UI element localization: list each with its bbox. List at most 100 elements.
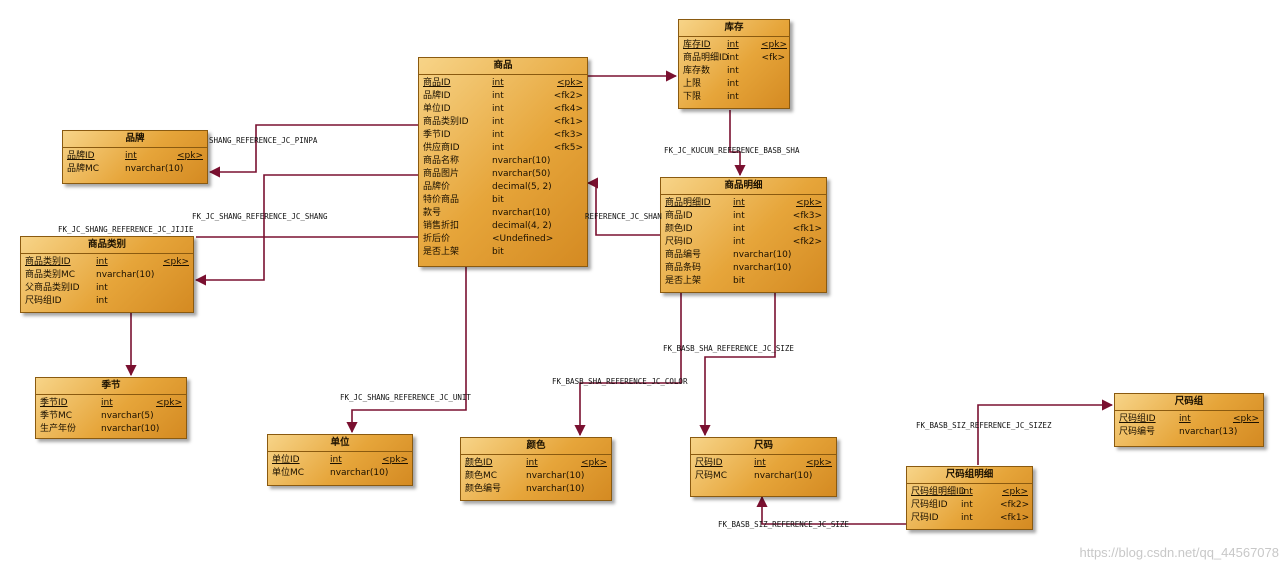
entity-title: 季节 xyxy=(36,378,186,395)
column-key: <pk> xyxy=(155,398,182,408)
column-key: <fk5> xyxy=(553,143,583,153)
column-name: 季节ID xyxy=(423,130,451,140)
column-name: 单位MC xyxy=(272,468,305,478)
column-key xyxy=(170,163,203,176)
column-name: 商品ID xyxy=(423,78,451,88)
column-name: 商品类别ID xyxy=(25,257,71,267)
column-row: 商品名称 nvarchar(10) xyxy=(423,155,583,168)
column-key: <pk> xyxy=(1001,487,1028,497)
column-name: 是否上架 xyxy=(423,247,460,257)
column-type: <Undefined> xyxy=(492,234,554,244)
column-type: int xyxy=(727,79,739,89)
column-name: 商品名称 xyxy=(423,156,460,166)
column-key xyxy=(785,275,822,288)
column-key: <fk3> xyxy=(553,130,583,140)
column-type: int xyxy=(733,198,745,208)
rel-label-size: FK_BASB_SHA_REFERENCE_JC_SIZE xyxy=(663,344,794,353)
column-type: decimal(5, 2) xyxy=(492,182,552,192)
entity-title: 尺码 xyxy=(691,438,836,455)
column-type: nvarchar(10) xyxy=(526,484,585,494)
column-type: nvarchar(10) xyxy=(492,156,551,166)
column-key xyxy=(573,470,607,483)
column-key xyxy=(545,207,583,220)
column-type: int xyxy=(961,513,973,523)
column-key: <pk> xyxy=(1232,414,1259,424)
column-key xyxy=(545,168,583,181)
column-name: 款号 xyxy=(423,208,442,218)
column-row: 尺码MC nvarchar(10) xyxy=(695,470,832,483)
column-name: 品牌MC xyxy=(67,164,100,174)
column-type: nvarchar(50) xyxy=(492,169,551,179)
entity-title: 颜色 xyxy=(461,438,611,455)
column-type: nvarchar(10) xyxy=(526,471,585,481)
column-name: 尺码MC xyxy=(695,471,728,481)
column-name: 颜色MC xyxy=(465,471,498,481)
rel-label-pinpa: SHANG_REFERENCE_JC_PINPA xyxy=(209,136,318,145)
line-shang xyxy=(194,174,418,286)
column-name: 是否上架 xyxy=(665,276,702,286)
column-key xyxy=(150,295,189,308)
line-kucun xyxy=(729,110,746,177)
entity-title: 尺码组 xyxy=(1115,394,1263,411)
column-name: 生产年份 xyxy=(40,424,77,434)
column-key: <pk> xyxy=(580,458,607,468)
column-name: 品牌价 xyxy=(423,182,451,192)
column-type: nvarchar(10) xyxy=(754,471,813,481)
column-name: 尺码ID xyxy=(911,513,939,523)
column-key: <pk> xyxy=(162,257,189,267)
column-row: 尺码编号 nvarchar(13) xyxy=(1119,426,1259,439)
column-type: nvarchar(10) xyxy=(492,208,551,218)
column-type: int xyxy=(101,398,113,408)
column-key xyxy=(785,249,822,262)
column-name: 尺码组ID xyxy=(25,296,62,306)
column-key: <pk> xyxy=(556,78,583,88)
column-type: nvarchar(13) xyxy=(1179,427,1238,437)
column-name: 尺码组ID xyxy=(1119,414,1156,424)
column-type: int xyxy=(961,500,973,510)
column-type: int xyxy=(96,257,108,267)
column-key xyxy=(545,155,583,168)
column-name: 尺码编号 xyxy=(1119,427,1156,437)
column-type: int xyxy=(733,211,745,221)
column-row: 颜色MC nvarchar(10) xyxy=(465,470,607,483)
column-name: 供应商ID xyxy=(423,143,460,153)
column-key: <fk1> xyxy=(1000,513,1030,523)
column-key xyxy=(761,91,785,104)
column-key xyxy=(545,233,583,246)
column-name: 商品条码 xyxy=(665,263,702,273)
column-name: 父商品类别ID xyxy=(25,283,80,293)
column-row: 商品类别ID int <pk> xyxy=(25,256,189,269)
column-key xyxy=(375,467,408,480)
column-key xyxy=(573,483,607,496)
